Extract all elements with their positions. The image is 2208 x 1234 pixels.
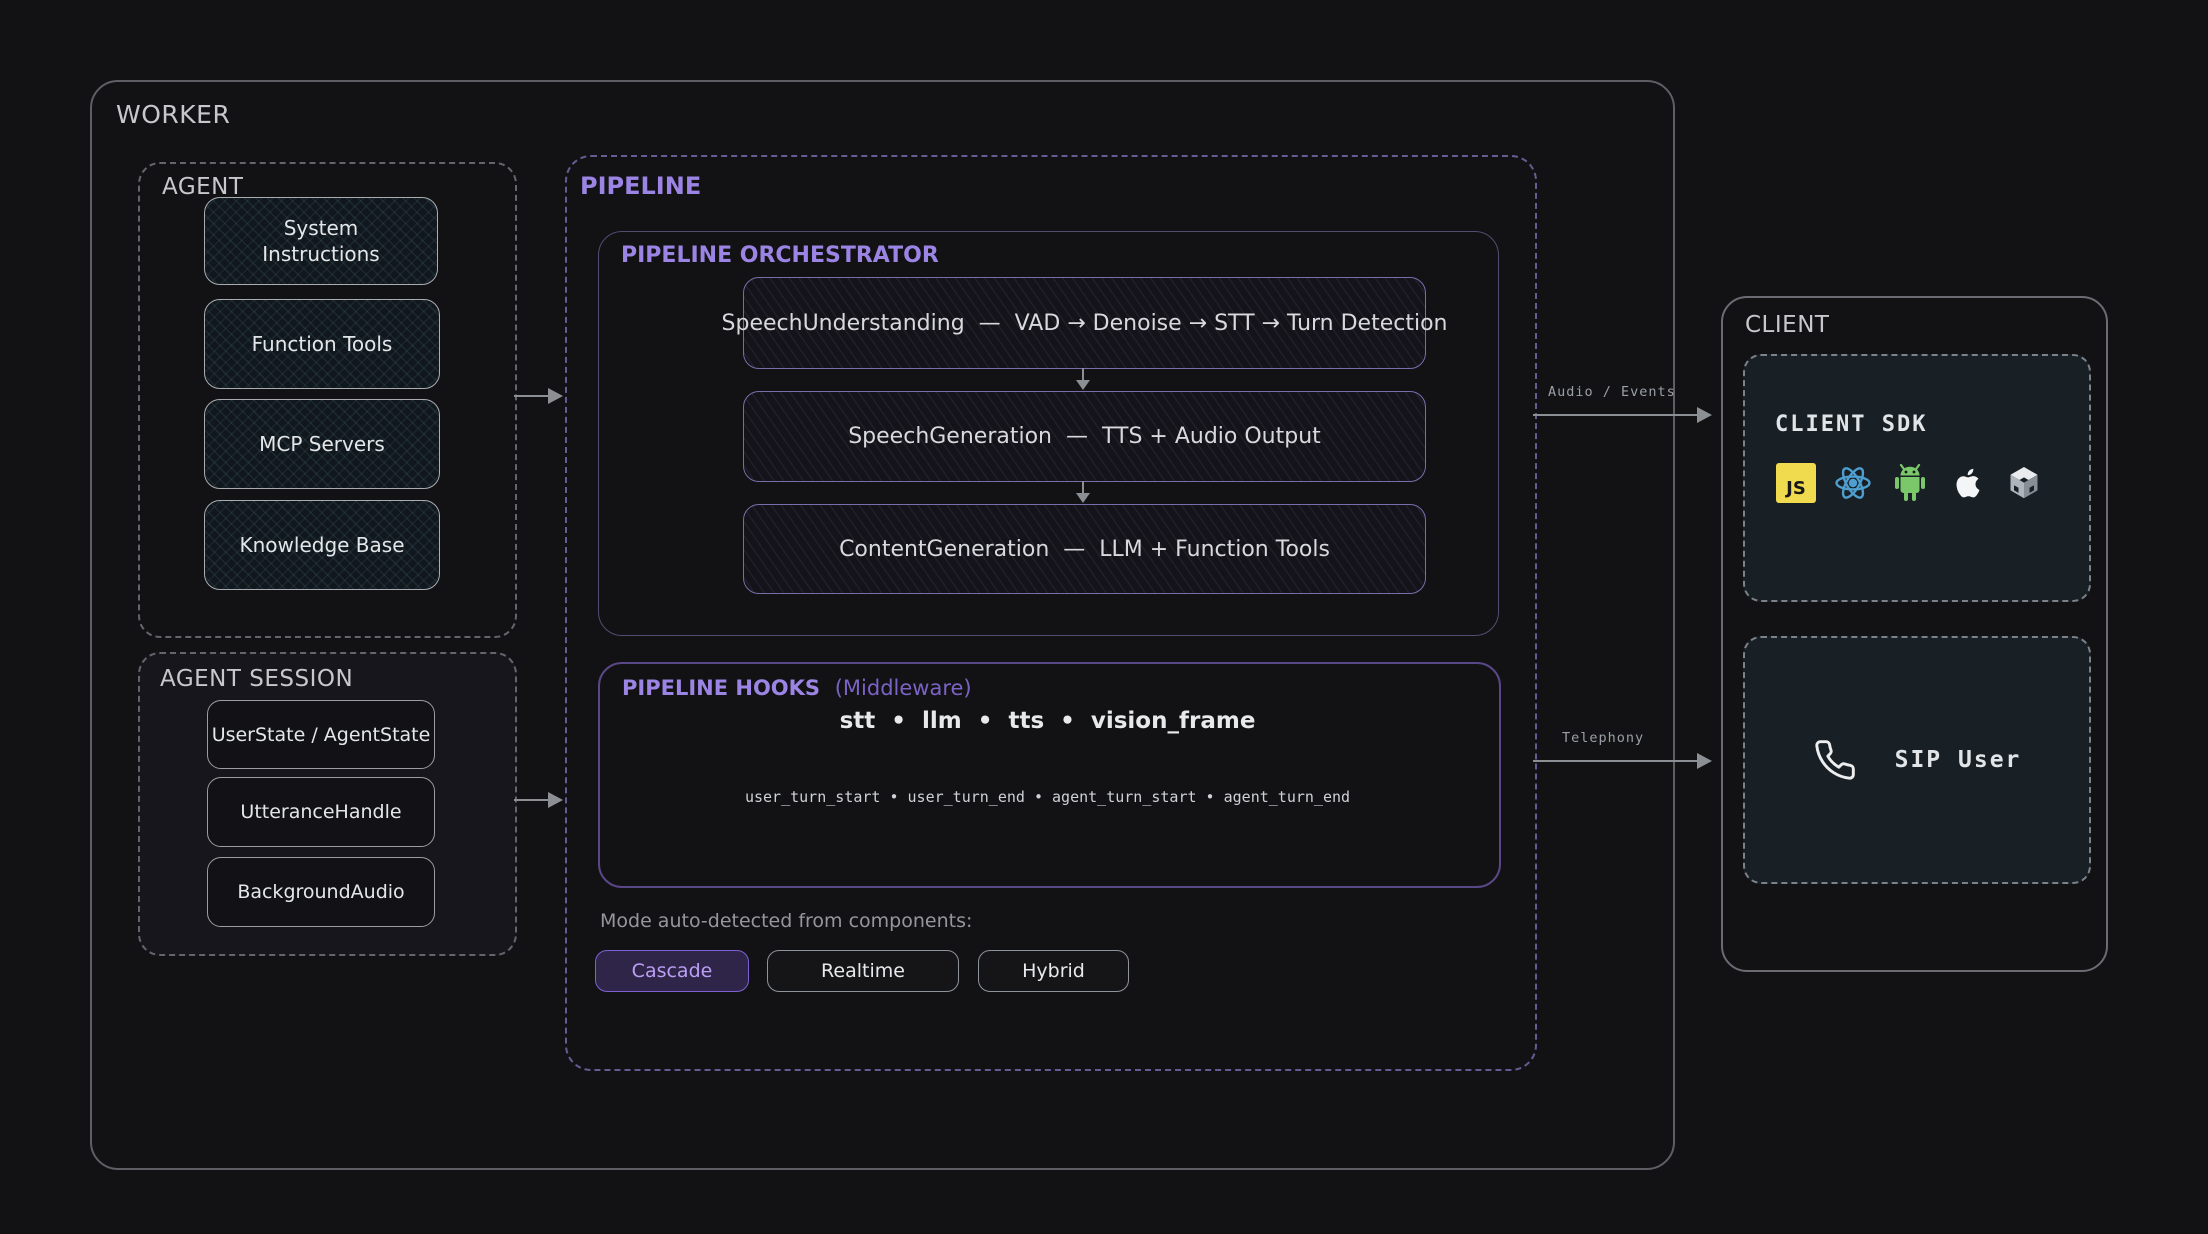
svg-text:JS: JS: [1784, 478, 1806, 499]
mode-caption: Mode auto-detected from components:: [600, 910, 972, 932]
apple-icon: [1946, 462, 1988, 504]
stage-text: SpeechGeneration — TTS + Audio Output: [848, 424, 1321, 449]
client-sdk-title: CLIENT SDK: [1775, 412, 1927, 437]
session-item-label: BackgroundAudio: [237, 881, 404, 903]
agent-item-knowledge-base: Knowledge Base: [204, 500, 440, 590]
stage-content-generation: ContentGeneration — LLM + Function Tools: [743, 504, 1426, 594]
mode-button-label: Cascade: [632, 960, 713, 982]
hooks-turn-events-row: user_turn_start • user_turn_end • agent_…: [598, 788, 1497, 806]
pipeline-to-sip-arrow: [1533, 760, 1699, 762]
stage-speech-generation: SpeechGeneration — TTS + Audio Output: [743, 391, 1426, 482]
phone-icon: [1813, 738, 1857, 782]
pipeline-hooks-label: PIPELINE HOOKS: [622, 676, 820, 700]
pipeline-to-sip-arrowhead-icon: [1697, 753, 1712, 769]
session-to-pipeline-arrow: [514, 799, 552, 801]
hooks-events-row: stt • llm • tts • vision_frame: [598, 708, 1497, 734]
session-item-userstate-agentstate: UserState / AgentState: [207, 700, 435, 769]
agent-item-function-tools: Function Tools: [204, 299, 440, 389]
down-arrowhead-icon: [1076, 493, 1090, 503]
client-label: CLIENT: [1745, 312, 1829, 338]
agent-item-label: Function Tools: [252, 331, 393, 357]
session-item-utterancehandle: UtteranceHandle: [207, 777, 435, 847]
unity-icon: [2003, 462, 2045, 504]
worker-label: WORKER: [116, 100, 230, 129]
session-item-label: UtteranceHandle: [240, 801, 401, 823]
agent-item-label: MCP Servers: [259, 431, 385, 457]
client-sdk-icons: JS: [1775, 462, 2045, 504]
telephony-arrow-label: Telephony: [1562, 730, 1644, 746]
pipeline-hooks-sublabel: (Middleware): [835, 676, 972, 700]
javascript-icon: JS: [1775, 462, 1817, 504]
session-item-label: UserState / AgentState: [212, 724, 431, 746]
pipeline-orchestrator-label: PIPELINE ORCHESTRATOR: [621, 243, 939, 268]
android-icon: [1889, 462, 1931, 504]
mode-button-hybrid[interactable]: Hybrid: [978, 950, 1129, 992]
pipeline-label: PIPELINE: [580, 172, 701, 200]
stage-text: ContentGeneration — LLM + Function Tools: [839, 537, 1330, 562]
down-arrowhead-icon: [1076, 380, 1090, 390]
sip-user-title: SIP User: [1895, 747, 2022, 773]
agent-to-pipeline-arrowhead-icon: [548, 388, 563, 404]
agent-item-mcp-servers: MCP Servers: [204, 399, 440, 489]
agent-item-label: System Instructions: [261, 215, 381, 267]
agent-item-system-instructions: System Instructions: [204, 197, 438, 285]
mode-button-label: Realtime: [821, 960, 905, 982]
pipeline-orchestrator-box: PIPELINE ORCHESTRATOR SpeechUnderstandin…: [598, 231, 1499, 636]
pipeline-to-client-arrow: [1533, 414, 1699, 416]
stage-speech-understanding: SpeechUnderstanding — VAD → Denoise → ST…: [743, 277, 1426, 369]
agent-session-label: AGENT SESSION: [160, 666, 353, 692]
mode-button-cascade[interactable]: Cascade: [595, 950, 749, 992]
react-icon: [1832, 462, 1874, 504]
session-to-pipeline-arrowhead-icon: [548, 792, 563, 808]
mode-button-realtime[interactable]: Realtime: [767, 950, 959, 992]
sip-user-panel: SIP User: [1743, 636, 2091, 884]
agent-item-label: Knowledge Base: [240, 532, 405, 558]
pipeline-hooks-box: PIPELINE HOOKS (Middleware): [598, 662, 1501, 888]
agent-to-pipeline-arrow: [514, 395, 552, 397]
session-item-backgroundaudio: BackgroundAudio: [207, 857, 435, 927]
audio-events-arrow-label: Audio / Events: [1548, 384, 1676, 400]
mode-button-label: Hybrid: [1022, 960, 1085, 982]
pipeline-to-client-arrowhead-icon: [1697, 407, 1712, 423]
stage-text: SpeechUnderstanding — VAD → Denoise → ST…: [722, 311, 1448, 336]
